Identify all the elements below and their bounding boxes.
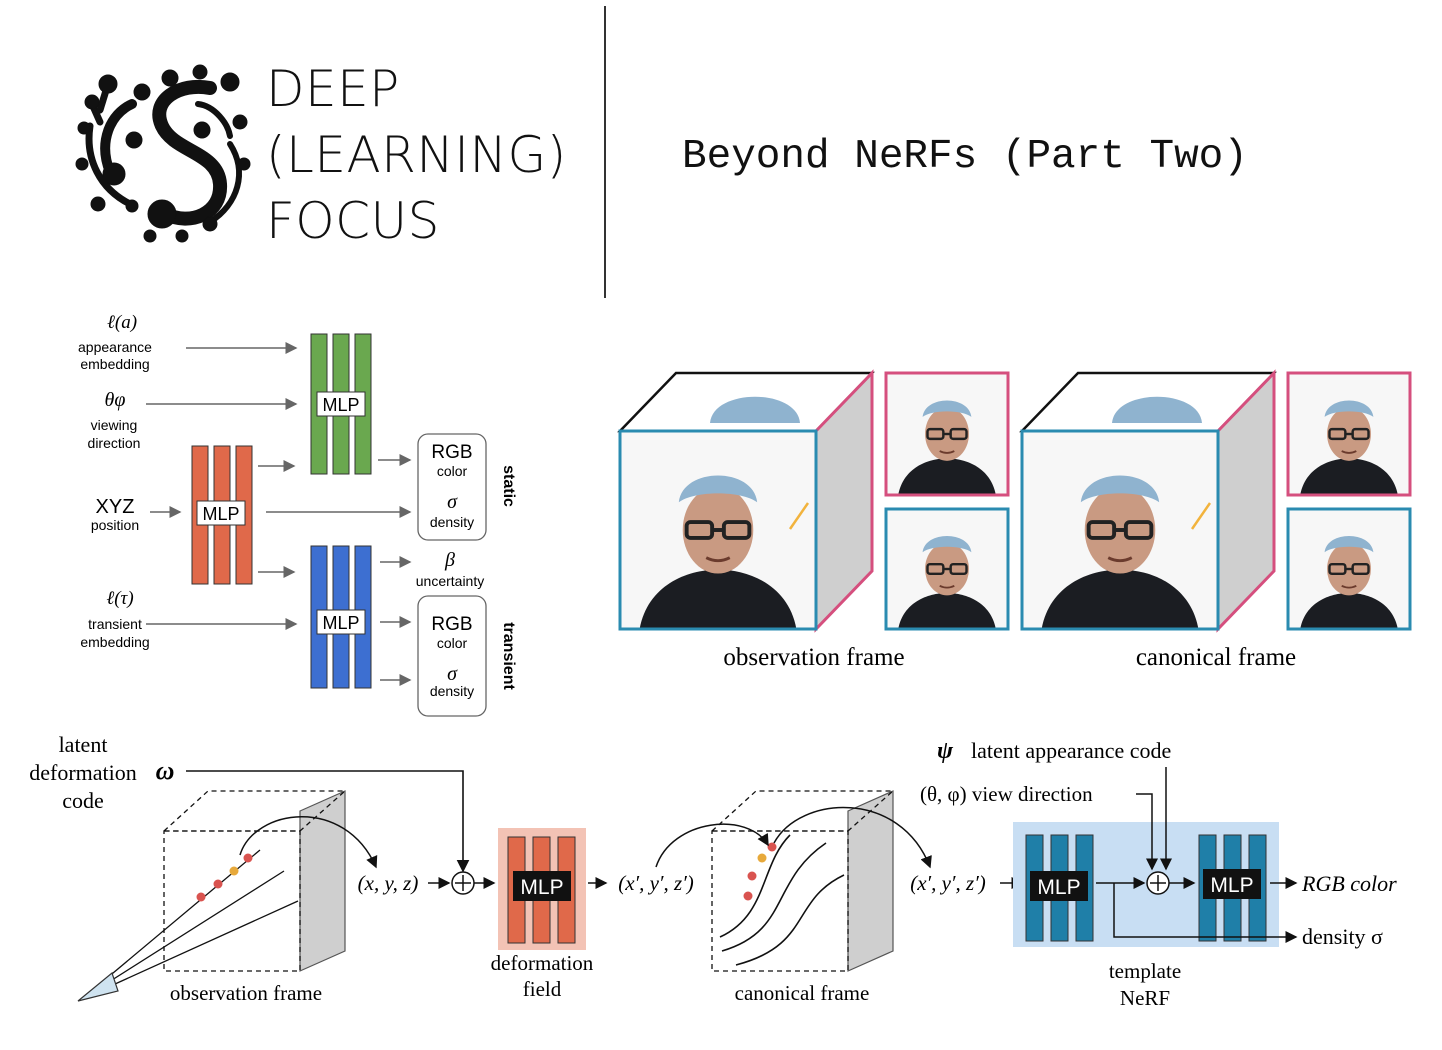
green-mlp-block: MLP — [310, 333, 372, 475]
transient-density-label: density — [430, 683, 474, 699]
static-side-label: static — [500, 465, 517, 507]
static-output-box: RGB color σ density — [417, 433, 487, 541]
canonical-frame-caption: canonical frame — [1136, 644, 1296, 671]
static-rgb-label: RGB — [431, 442, 472, 463]
nerf-w-architecture-diagram: ℓ(a) appearance embedding θφ viewing dir… — [78, 312, 517, 717]
view-label-2: direction — [88, 435, 141, 451]
deformation-field-block: MLP — [498, 828, 586, 950]
template-label-2: NeRF — [1120, 986, 1170, 1010]
transient-symbol: ℓ(τ) — [106, 588, 133, 609]
density-output-label: density σ — [1302, 924, 1383, 949]
template-mlp-1: MLP — [1025, 834, 1094, 942]
brand-line-2: (LEARNING) — [266, 126, 567, 184]
blue-mlp-block: MLP — [310, 545, 372, 689]
deep-learning-focus-logo-icon — [75, 64, 251, 243]
canonical-cube — [1019, 369, 1277, 633]
template-label-1: template — [1109, 959, 1181, 983]
xyz-sub-label: position — [91, 517, 139, 533]
deformation-label-1: deformation — [491, 951, 594, 975]
view-label-1: viewing — [91, 417, 138, 433]
appearance-label-1: appearance — [78, 339, 152, 355]
deformation-mlp-label: MLP — [520, 876, 563, 899]
brand-line-3: FOCUS — [266, 192, 440, 250]
static-density-label: density — [430, 514, 474, 530]
transient-output-box: RGB color σ density — [417, 595, 487, 717]
appearance-symbol: ℓ(a) — [107, 312, 137, 333]
transient-label-2: embedding — [80, 634, 149, 650]
view-symbol: θφ — [105, 389, 126, 411]
psi-symbol: ψ — [937, 738, 954, 764]
xyz-prime-label-2: (x′, y′, z′) — [910, 871, 986, 895]
orange-mlp-block: MLP — [191, 445, 253, 585]
view-direction-label: (θ, φ) view direction — [920, 782, 1093, 806]
observation-cube — [617, 369, 875, 633]
page-title: Beyond NeRFs (Part Two) — [682, 134, 1248, 180]
xyz-input-label: (x, y, z) — [358, 871, 419, 895]
observation-frame-caption: observation frame — [723, 644, 904, 671]
latent-appearance-label: latent appearance code — [971, 738, 1171, 763]
transient-rgb-label: RGB — [431, 614, 472, 635]
canonical-dashed-cube — [655, 790, 932, 972]
latent-label-1: latent — [59, 732, 108, 757]
canonical-frame-label: canonical frame — [735, 981, 870, 1005]
template-mlp-1-label: MLP — [1037, 876, 1080, 899]
deformation-label-2: field — [523, 977, 562, 1001]
omega-symbol: ω — [156, 756, 175, 785]
arrow-view-down — [1136, 793, 1158, 871]
transient-sigma-symbol: σ — [447, 663, 458, 685]
appearance-label-2: embedding — [80, 356, 149, 372]
beta-symbol: β — [444, 549, 455, 571]
xyz-prime-label-1: (x′, y′, z′) — [618, 871, 694, 895]
transient-color-label: color — [437, 635, 468, 651]
header-divider — [604, 6, 606, 298]
template-mlp-2-label: MLP — [1210, 874, 1253, 897]
rgb-output-label: RGB color — [1301, 871, 1397, 896]
static-sigma-symbol: σ — [447, 491, 458, 513]
latent-label-2: deformation — [29, 760, 137, 785]
observation-side-view — [884, 371, 1010, 497]
brand-wordmark: DEEP (LEARNING) FOCUS — [266, 56, 567, 254]
plus-circle-icon-2 — [1146, 871, 1170, 895]
frames-illustration: observation frame canonical frame — [617, 369, 1412, 671]
plus-circle-icon-1 — [451, 871, 475, 895]
transient-label-1: transient — [88, 616, 142, 632]
green-mlp-label: MLP — [322, 395, 359, 415]
canonical-side-view — [1286, 371, 1412, 497]
omega-arrow — [186, 770, 470, 873]
observation-frame-label: observation frame — [170, 981, 322, 1005]
static-color-label: color — [437, 463, 468, 479]
xyz-label: XYZ — [96, 496, 135, 518]
brand-line-1: DEEP — [266, 60, 400, 118]
canonical-front-view — [1286, 507, 1412, 631]
blue-mlp-label: MLP — [322, 613, 359, 633]
template-mlp-2: MLP — [1198, 834, 1267, 942]
observation-front-view — [884, 507, 1010, 631]
arrow-to-density — [1113, 883, 1298, 943]
uncertainty-label: uncertainty — [416, 573, 484, 589]
transient-side-label: transient — [500, 622, 517, 690]
latent-label-3: code — [62, 788, 104, 813]
observation-dashed-cube — [77, 790, 378, 1002]
orange-mlp-label: MLP — [202, 504, 239, 524]
nerfies-pipeline-diagram: latent deformation code ω observation fr… — [29, 732, 1397, 1010]
